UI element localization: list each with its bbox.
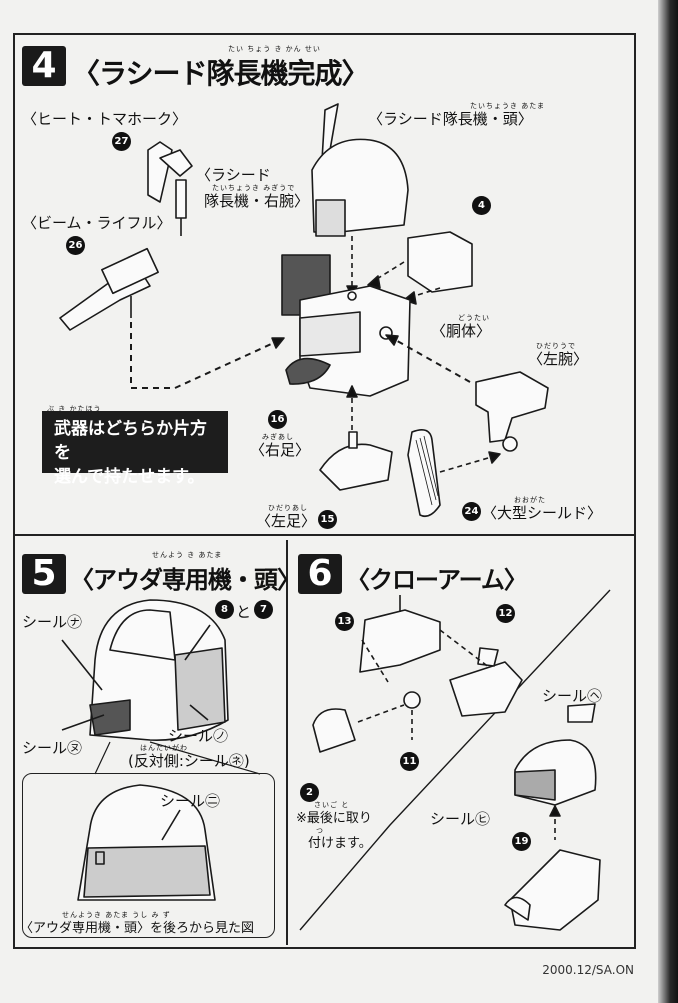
part-number-badge: 11 — [400, 752, 419, 771]
note-ruby-line1: さいご と — [314, 801, 350, 809]
heat-tomahawk-part — [147, 141, 193, 236]
label-opposite-side-seal: (反対側:シール㋧) — [128, 752, 250, 770]
part-number-badge: 7 — [254, 600, 273, 619]
label-seal-nu: シール㋦ — [22, 739, 83, 757]
back-view-caption: 〈アウダ専用機・頭〉を後ろから見た図 — [20, 921, 255, 936]
part-number-badge: 12 — [496, 604, 515, 623]
label-large-shield: 〈大型シールド〉 — [482, 504, 603, 522]
label-right-leg-ruby: みぎあし — [262, 433, 294, 441]
label-right-arm-ruby: たいちょうき みぎうで — [212, 184, 296, 192]
claw-armor-part — [514, 703, 597, 840]
part-number-badge: 4 — [472, 196, 491, 215]
right-leg-part — [319, 385, 393, 491]
claw-hand-part — [312, 704, 405, 753]
label-seal-he: シール㋬ — [542, 687, 603, 705]
label-beam-rifle: 〈ビーム・ライフル〉 — [22, 214, 172, 232]
label-heat-tomahawk: 〈ヒート・トマホーク〉 — [22, 110, 188, 128]
part-number-badge: 8 — [215, 600, 234, 619]
part-number-badge: 19 — [512, 832, 531, 851]
label-left-leg-ruby: ひだりあし — [268, 504, 308, 512]
claw-arm-frame-part — [359, 595, 441, 683]
section-divider-vertical — [286, 540, 288, 945]
large-shield-part — [407, 429, 501, 518]
auda-head-part — [61, 599, 261, 775]
instruction-frame — [13, 33, 636, 949]
shoulder-armor-part — [367, 231, 473, 305]
label-rashid-head: 〈ラシード隊長機・頭〉 — [368, 110, 533, 128]
label-torso: 〈胴体〉 — [431, 322, 492, 340]
section-5-number: 5 — [22, 554, 66, 594]
claw-arm-cover-part — [439, 629, 523, 717]
label-right-leg: 〈右足〉 — [250, 441, 311, 459]
claw-note-line1: ※最後に取り — [296, 811, 372, 826]
page-binding-edge — [658, 0, 678, 1003]
label-left-leg: 〈左足〉 — [256, 512, 317, 530]
claw-joint-part — [403, 691, 421, 740]
part-number-badge: 13 — [335, 612, 354, 631]
label-left-arm: 〈左腕〉 — [528, 350, 589, 368]
claw-arm-lower-part — [504, 849, 601, 931]
note-ruby-line1: ぶ き かたほう — [47, 405, 102, 413]
weapon-note-box: 武器はどちらか片方を 選んで持たせます。 — [42, 411, 228, 487]
label-head-ruby: たいちょうき あたま — [470, 102, 546, 110]
section-6-number: 6 — [298, 554, 342, 594]
label-seal-no: シール㋨ — [168, 727, 229, 745]
section-4-title: 〈ラシード隊長機完成〉 — [72, 57, 369, 90]
label-torso-ruby: どうたい — [458, 314, 490, 322]
section-4-title-ruby: たい ちょう き かん せい — [228, 45, 321, 53]
label-shield-ruby: おおがた — [514, 496, 546, 504]
beam-rifle-part — [59, 247, 159, 331]
part-number-badge: 16 — [268, 410, 287, 429]
weapon-note-line1: 武器はどちらか片方を — [54, 419, 207, 463]
caption-ruby: せんようき あたま うし み ず — [62, 911, 171, 919]
part-number-badge: 15 — [318, 510, 337, 529]
claw-note-line2: 付けます。 — [308, 836, 372, 851]
part-number-badge: 26 — [66, 236, 85, 255]
print-code-footer: 2000.12/SA.ON — [542, 963, 634, 977]
label-seal-hi: シール㋪ — [430, 810, 491, 828]
label-right-arm-line2: 隊長機・右腕〉 — [204, 192, 310, 210]
section-divider-horizontal — [13, 534, 636, 536]
section-5-title-ruby: せんよう き あたま — [152, 551, 223, 559]
left-arm-part — [385, 334, 549, 452]
label-opposite-ruby: はんたいがわ — [140, 744, 188, 752]
rashid-head-part — [311, 103, 409, 297]
auda-head-back-view — [77, 784, 216, 901]
part-number-badge: 2 — [300, 783, 319, 802]
torso-assembly — [281, 254, 411, 397]
part-number-badge: 24 — [462, 502, 481, 521]
section-5-title: 〈アウダ専用機・頭〉 — [70, 566, 301, 594]
section-6-title: 〈クローアーム〉 — [346, 566, 528, 594]
badge-and-text: と — [236, 603, 252, 621]
label-left-arm-ruby: ひだりうで — [536, 342, 576, 350]
weapon-note-line2: 選んで持たせます。 — [54, 467, 205, 487]
section-4-number: 4 — [22, 46, 66, 86]
part-number-badge: 27 — [112, 132, 131, 151]
back-view-inset — [22, 773, 275, 938]
label-seal-na: シール㋤ — [22, 613, 83, 631]
note-ruby-line2: つ — [316, 827, 324, 835]
label-seal-ni: シール㊁ — [160, 792, 221, 810]
label-right-arm-line1: 〈ラシード — [196, 166, 271, 184]
